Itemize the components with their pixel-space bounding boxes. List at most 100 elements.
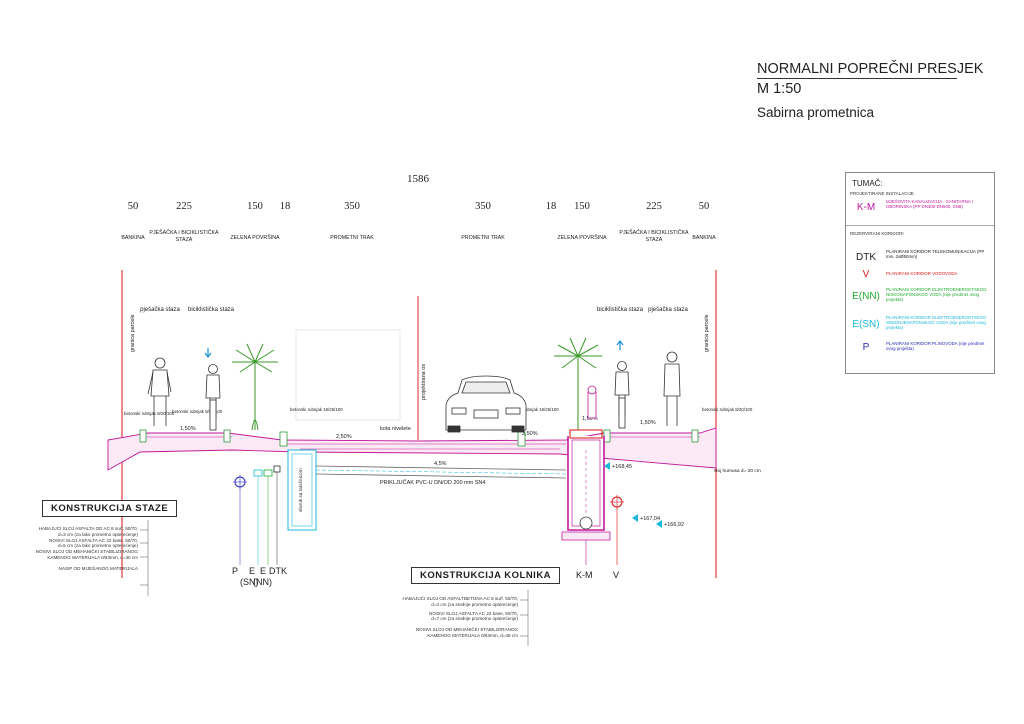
legend-panel: TUMAČ: PROJEKTIRANE INSTALACIJE K-M MJEŠ… [845, 172, 995, 374]
legend-desc: PLANIRANI KORIDOR ELEKTROENERGETSKOG NIS… [886, 287, 987, 303]
legend-desc: PLANIRANI KORIDOR VODOVODA [886, 271, 958, 276]
kolnik-layer-4: d=7 cm (za srednje prometno opterećenje) [431, 616, 518, 622]
dimension-row: 50 225 150 18 350 350 18 150 225 50 [128, 201, 710, 212]
corridor-labels: P E (SN) E (NN) DTK K-M V [232, 566, 619, 587]
pedestrian-right-icon [663, 351, 681, 426]
projektirana-os-label: projektirana os [421, 364, 427, 400]
drainage-inlet: slivnik sa taložnicom [287, 449, 317, 531]
drawing-scale: M 1:50 [757, 81, 802, 97]
slope-staza-right: 1,50% [640, 420, 656, 426]
corridor-esn-label: E [249, 566, 255, 576]
granica-parcele-right: granica parcele [704, 314, 710, 352]
direction-arrow-up-icon [616, 340, 624, 350]
v-label: V [613, 570, 619, 580]
konstrukcija-kolnika-box: KONSTRUKCIJA KOLNIKA [411, 567, 561, 584]
granica-parcele-left: granica parcele [130, 314, 136, 352]
road-profile [107, 427, 717, 471]
slivnik-label: slivnik sa taložnicom [298, 468, 304, 512]
biciklisticka-staza-left: biciklistička staza [188, 307, 235, 313]
kolnik-layer-6: KAMENOG MATERIJALA 0/63mm, d=45 cm [427, 632, 518, 638]
legend-code: K-M [856, 202, 876, 213]
pjesacka-staza-right: pješačka staza [648, 307, 688, 313]
staze-layer-1: HABAJUĆI SLOJ ASFALTA OD AC 8 surf. 50/7… [38, 526, 138, 531]
corridor-dtk-label: DTK [269, 566, 287, 576]
staze-layer-7: NASIP OD MIJEŠANOG MATERIJALA [58, 565, 138, 571]
rubnjak-note-2: betonski rubnjak 8/20/100 [172, 409, 223, 414]
biciklisticka-staza-right: biciklistička staza [597, 307, 644, 313]
elevation-arrow-icon [632, 514, 638, 522]
dim-zelena-left: 150 [247, 201, 263, 212]
dim-rub-left: 18 [280, 201, 291, 212]
legend-desc: MJEŠOVITA KANALIZACIJA - SANITARNA I OBO… [886, 199, 973, 210]
humus-label: sloj humusa d= 20 cm [714, 468, 761, 474]
pipe-label: PRIKLJUČAK PVC-U DN/OD 200 mm SN4 [380, 479, 485, 486]
total-width-label: 1586 [407, 173, 430, 185]
corridor-markers [233, 465, 624, 565]
dim-zelena-right: 150 [574, 201, 590, 212]
drawing-subtitle: Sabirna prometnica [757, 105, 875, 120]
dim-bankina-right: 50 [699, 201, 710, 212]
legend-code: E(NN) [852, 291, 880, 302]
elevation-arrow-icon [604, 462, 610, 470]
zone-zelena-right: ZELENA POVRŠINA [557, 234, 607, 241]
slope-zelena-right: 1,50% [582, 416, 598, 422]
background-building [295, 329, 401, 421]
cyclist-left-icon [205, 364, 221, 431]
konstrukcija-staze-box: KONSTRUKCIJA STAZE [42, 500, 178, 517]
staze-layer-4: d=5 cm (za lako prometno opterećenje) [57, 543, 138, 549]
pedestrian-left-icon [147, 357, 172, 426]
car-icon [445, 375, 527, 433]
staze-layer-3: NOSIVI SLOJ ASFALTA AC 22 base, 50/70, [49, 537, 138, 543]
elevation-3: +166,92 [664, 522, 684, 528]
corridor-nn-label: (NN) [253, 577, 272, 587]
kolnik-layer-2: d=4 cm (za srednje prometno opterećenje) [431, 601, 518, 607]
rubnjak-note-3: betonski rubnjak 15/25/100 [290, 407, 343, 412]
legend-code: P [862, 342, 870, 353]
legend-desc: PLANIRANI KORIDOR PLINOVODA (nije predme… [886, 341, 985, 352]
corridor-p-label: P [232, 566, 238, 576]
construction-leaders [140, 520, 529, 646]
rubnjak-note-1: betonski rubnjak 8/20/100 [124, 411, 175, 416]
corridor-esn-marker [253, 469, 263, 477]
elevation-arrow-icon [656, 520, 662, 528]
zone-bankina-left: BANKINA [121, 235, 145, 241]
rubnjak-note-4: betonski rubnjak 15/25/100 [506, 407, 559, 412]
kolnik-layer-5: NOSIVI SLOJ OD MEHANIČKI STABILIZIRANOG [415, 627, 518, 633]
cyclist-right-icon [614, 361, 630, 429]
elevation-2: +167,04 [640, 516, 660, 522]
kolnik-layer-1: HABAJUĆI SLOJ OD ASFALTBETONA AC 8 surf.… [402, 596, 518, 601]
drawing-title: NORMALNI POPREČNI PRESJEK [757, 61, 984, 79]
palm-tree-left-icon [232, 343, 278, 431]
direction-arrow-down-icon [204, 348, 212, 358]
hydrant-icon [587, 385, 597, 419]
dim-staza-right: 225 [646, 201, 662, 212]
dim-staza-left: 225 [176, 201, 192, 212]
dim-trak-left: 350 [344, 201, 360, 212]
zone-trak-left: PROMETNI TRAK [330, 235, 374, 241]
zone-zelena-left: ZELENA POVRŠINA [230, 234, 280, 241]
staze-layers-notes: HABAJUĆI SLOJ ASFALTA OD AC 8 surf. 50/7… [18, 526, 138, 572]
corridor-dtk-marker [273, 465, 281, 473]
staze-layer-5: NOSIVI SLOJ OD MEHANIČKI STABILIZIRANOG [35, 549, 138, 555]
curb-notes: betonski rubnjak 8/20/100 betonski rubnj… [124, 407, 753, 416]
zone-trak-right: PROMETNI TRAK [461, 235, 505, 241]
palm-tree-right-icon [554, 337, 602, 430]
dim-bankina-left: 50 [128, 201, 139, 212]
kolnik-layer-3: NOSIVI SLOJ ASFALTA AC 22 base, 50/70, [429, 610, 518, 616]
slope-kolnik-left: 2,50% [336, 434, 352, 440]
dim-trak-right: 350 [475, 201, 491, 212]
legend-desc: PLANIRANI KORIDOR ELEKTROENERGETSKOG SRE… [886, 315, 987, 331]
corridor-enn-label: E [260, 566, 266, 576]
legend-title: TUMAČ: [852, 179, 883, 188]
manhole-km [561, 429, 611, 541]
legend-code: DTK [856, 252, 876, 263]
legend-section-corridors: REZERVIRANI KORIDORI [850, 231, 904, 236]
connection-pipe: PRIKLJUČAK PVC-U DN/OD 200 mm SN4 4,5% [315, 461, 567, 486]
corridor-enn-marker [263, 469, 273, 477]
staze-layer-6: KAMENOG MATERIJALA 0/63mm, d=30 cm [47, 554, 138, 560]
slope-kolnik-right: 2,50% [522, 431, 538, 437]
pjesacka-staza-left: pješačka staza [140, 307, 180, 313]
